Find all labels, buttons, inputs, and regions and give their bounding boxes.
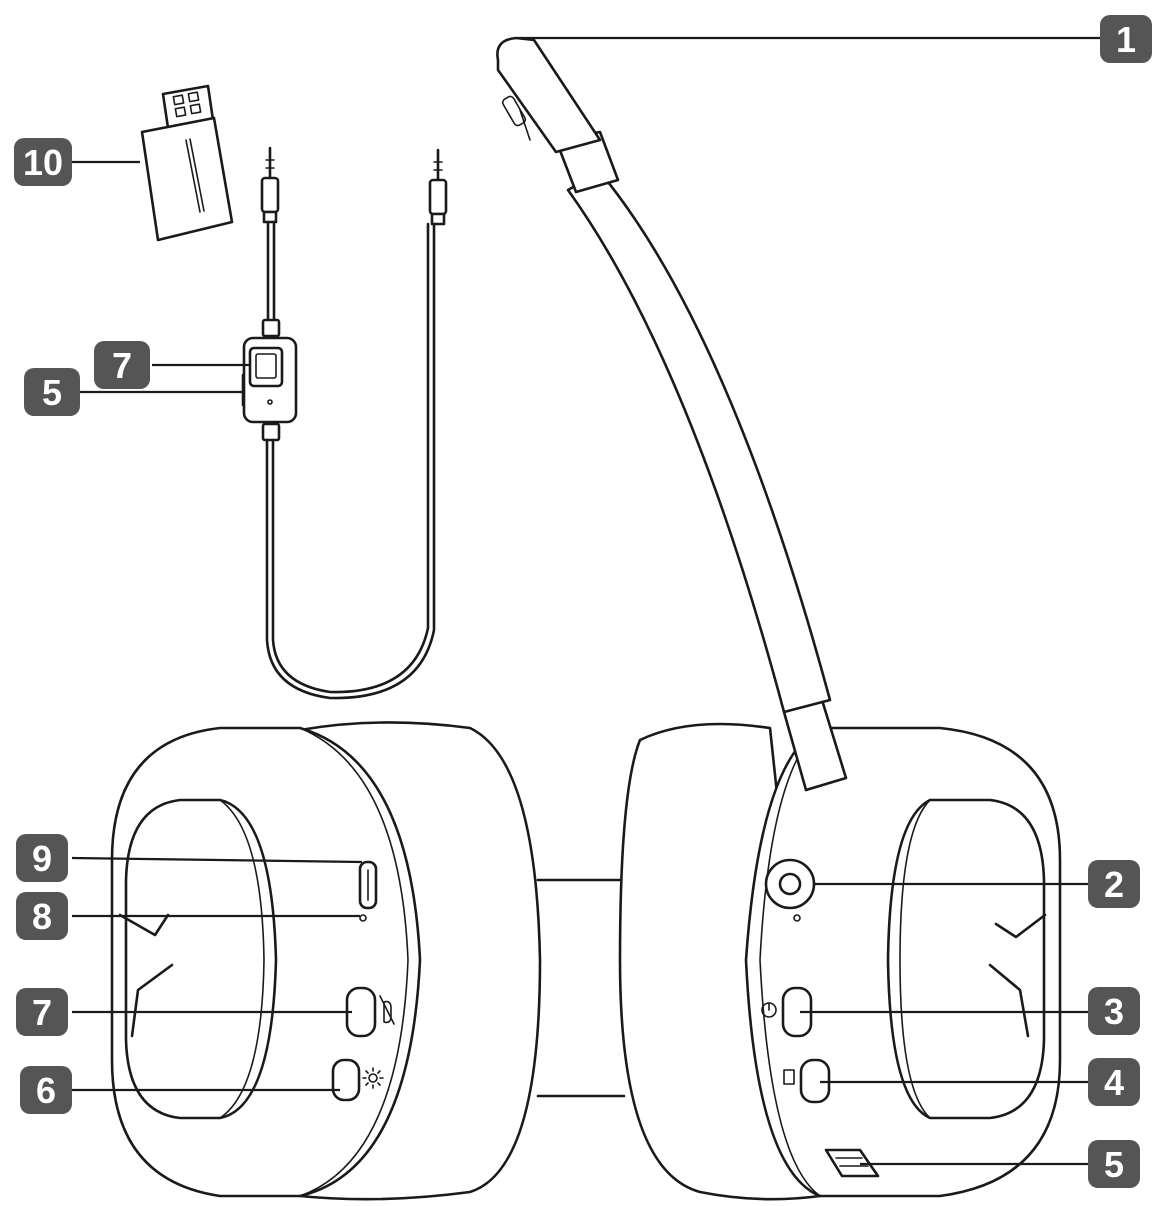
headband-bridge: [536, 878, 628, 1098]
callout-number: 2: [1104, 864, 1124, 905]
callout-2: 2: [1088, 860, 1140, 908]
callout-1: 1: [1100, 15, 1152, 63]
audio-cable: [241, 146, 448, 700]
callout-number: 9: [32, 838, 52, 879]
usb-dongle: [140, 84, 234, 242]
callout-number: 5: [1104, 1144, 1124, 1185]
callout-8: 8: [16, 892, 68, 940]
callout-7-left: 7: [16, 988, 68, 1036]
callout-number: 1: [1116, 19, 1136, 60]
callout-4: 4: [1088, 1058, 1140, 1106]
callout-number: 4: [1104, 1062, 1124, 1103]
callout-3: 3: [1088, 987, 1140, 1035]
callout-5-right: 5: [1088, 1140, 1140, 1188]
callout-number: 3: [1104, 991, 1124, 1032]
callout-5-cable: 5: [24, 368, 80, 416]
callout-number: 8: [32, 896, 52, 937]
left-earcup: [110, 721, 542, 1201]
callout-number: 10: [23, 142, 63, 183]
callout-7-cable: 7: [94, 341, 150, 389]
callout-number: 5: [42, 372, 62, 413]
callout-6: 6: [20, 1066, 72, 1114]
callout-9: 9: [16, 834, 68, 882]
callout-10: 10: [14, 138, 72, 186]
callout-number: 7: [112, 345, 132, 386]
right-earcup: [618, 722, 1062, 1201]
microphone-boom: [496, 36, 848, 792]
callout-number: 6: [36, 1070, 56, 1111]
leader-lines: [71, 36, 1100, 1166]
callout-number: 7: [32, 992, 52, 1033]
